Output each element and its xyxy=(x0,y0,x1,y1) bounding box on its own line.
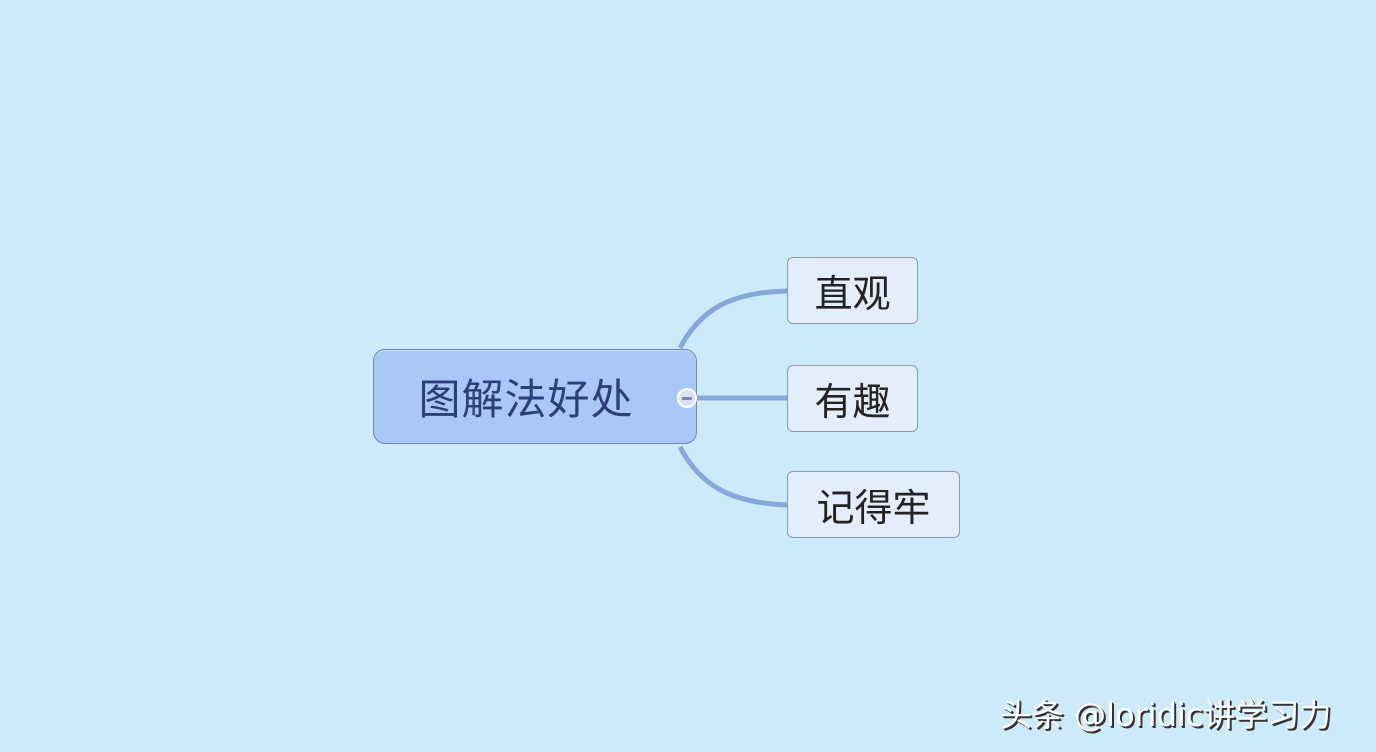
root-topic-label: 图解法好处 xyxy=(418,375,634,424)
root-topic[interactable]: 图解法好处 xyxy=(373,349,697,444)
subtopic-interesting[interactable]: 有趣 xyxy=(787,365,918,432)
subtopic-label: 直观 xyxy=(814,272,891,316)
minus-icon xyxy=(682,396,692,400)
subtopic-intuitive[interactable]: 直观 xyxy=(787,257,918,324)
subtopic-memorable[interactable]: 记得牢 xyxy=(787,471,960,538)
watermark: 头条 @loridic讲学习力 xyxy=(1000,696,1332,734)
collapse-toggle[interactable] xyxy=(677,388,697,408)
subtopic-label: 有趣 xyxy=(814,380,891,424)
subtopic-label: 记得牢 xyxy=(816,486,931,530)
